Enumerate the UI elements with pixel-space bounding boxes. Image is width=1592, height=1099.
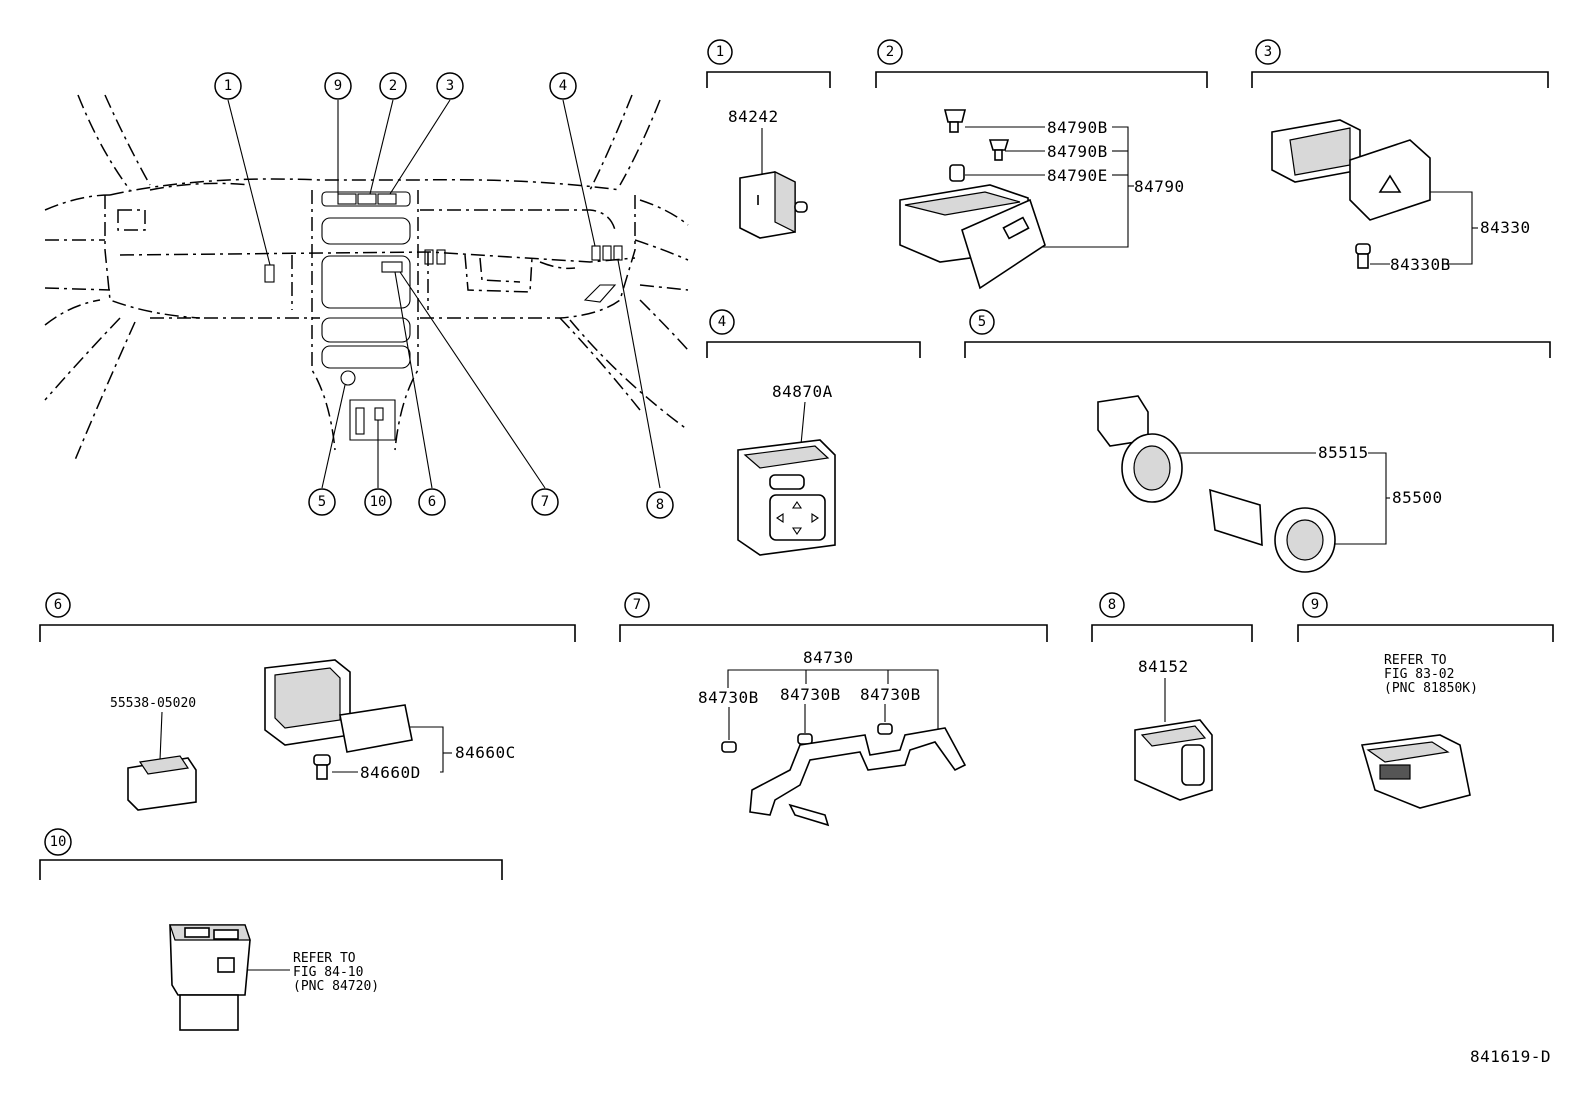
section-4: 4 84870A: [706, 309, 921, 556]
part-55538-05020: 55538-05020: [110, 696, 196, 711]
center-console: [264, 190, 623, 451]
switch-part-icon: [739, 171, 808, 239]
note-9-line2: FIG 83-02: [1384, 667, 1454, 682]
overview-callout-4: 4: [549, 72, 577, 100]
part-84330B: 84330B: [1390, 255, 1451, 274]
part-84242: 84242: [728, 107, 779, 126]
svg-text:8: 8: [1108, 597, 1116, 613]
svg-text:4: 4: [718, 314, 726, 330]
svg-text:9: 9: [334, 78, 342, 94]
svg-text:5: 5: [978, 314, 986, 330]
part-84790B-2: 84790B: [1047, 142, 1108, 161]
note-10-line3: (PNC 84720): [293, 979, 379, 994]
part-84152: 84152: [1138, 657, 1189, 676]
svg-text:8: 8: [656, 497, 664, 513]
overview-leaders: [227, 99, 661, 489]
overview-callout-2: 2: [379, 72, 407, 100]
part-84330: 84330: [1480, 218, 1531, 237]
cigarette-lighter-icon: [1097, 395, 1336, 573]
overview-callout-8: 8: [646, 491, 674, 519]
part-85500: 85500: [1392, 488, 1443, 507]
overview-callout-6: 6: [418, 488, 446, 516]
part-84730B-1: 84730B: [698, 688, 759, 707]
part-84790E: 84790E: [1047, 166, 1108, 185]
part-84660C: 84660C: [455, 743, 516, 762]
svg-text:3: 3: [446, 78, 454, 94]
overview-callout-5: 5: [308, 488, 336, 516]
overview-callout-9: 9: [324, 72, 352, 100]
note-9-line3: (PNC 81850K): [1384, 681, 1478, 696]
part-84660D: 84660D: [360, 763, 421, 782]
figure-code: 841619-D: [1470, 1047, 1551, 1066]
overview-callout-7: 7: [531, 488, 559, 516]
section-8: 8 84152: [1091, 592, 1253, 801]
part-84730B-3: 84730B: [860, 685, 921, 704]
section-10: 10 REFER TO FIG 84-10 (PNC 84720): [39, 828, 503, 1031]
svg-text:1: 1: [224, 78, 232, 94]
part-85515: 85515: [1318, 443, 1369, 462]
note-10-line1: REFER TO: [293, 951, 356, 966]
section-1: 1 84242: [706, 39, 831, 239]
overview-callout-3: 3: [436, 72, 464, 100]
section-7: 7 84730 84730B 84730B 84730B: [619, 592, 1048, 827]
part-84730: 84730: [803, 648, 854, 667]
section-6: 6 55538-05020 84660C 84660D: [39, 592, 576, 811]
svg-text:1: 1: [716, 44, 724, 60]
svg-text:2: 2: [886, 44, 894, 60]
note-9-line1: REFER TO: [1384, 653, 1447, 668]
dashboard-outline-icon: [44, 94, 689, 461]
note-10-line2: FIG 84-10: [293, 965, 363, 980]
svg-text:4: 4: [559, 78, 567, 94]
svg-text:2: 2: [389, 78, 397, 94]
section-5: 5 85515 85500: [964, 309, 1551, 573]
section-3: 3 84330 84330B: [1251, 39, 1549, 274]
svg-text:9: 9: [1311, 597, 1319, 613]
svg-text:7: 7: [541, 494, 549, 510]
part-84790B-1: 84790B: [1047, 118, 1108, 137]
part-84730B-2: 84730B: [780, 685, 841, 704]
part-84870A: 84870A: [772, 382, 833, 401]
svg-text:10: 10: [50, 834, 67, 850]
overview-callout-10: 10: [364, 488, 392, 516]
overview-callout-1: 1: [214, 72, 242, 100]
mirror-switch-icon: [737, 439, 836, 556]
svg-text:5: 5: [318, 494, 326, 510]
svg-text:6: 6: [428, 494, 436, 510]
section-9: 9 REFER TO FIG 83-02 (PNC 81850K): [1297, 592, 1554, 809]
svg-text:3: 3: [1264, 44, 1272, 60]
hazard-switch-icon: [1271, 119, 1431, 221]
svg-text:7: 7: [633, 597, 641, 613]
svg-text:10: 10: [370, 494, 387, 510]
svg-text:6: 6: [54, 597, 62, 613]
part-84790: 84790: [1134, 177, 1185, 196]
section-2: 2 84790B 84790B 84790E 84790: [875, 39, 1208, 290]
